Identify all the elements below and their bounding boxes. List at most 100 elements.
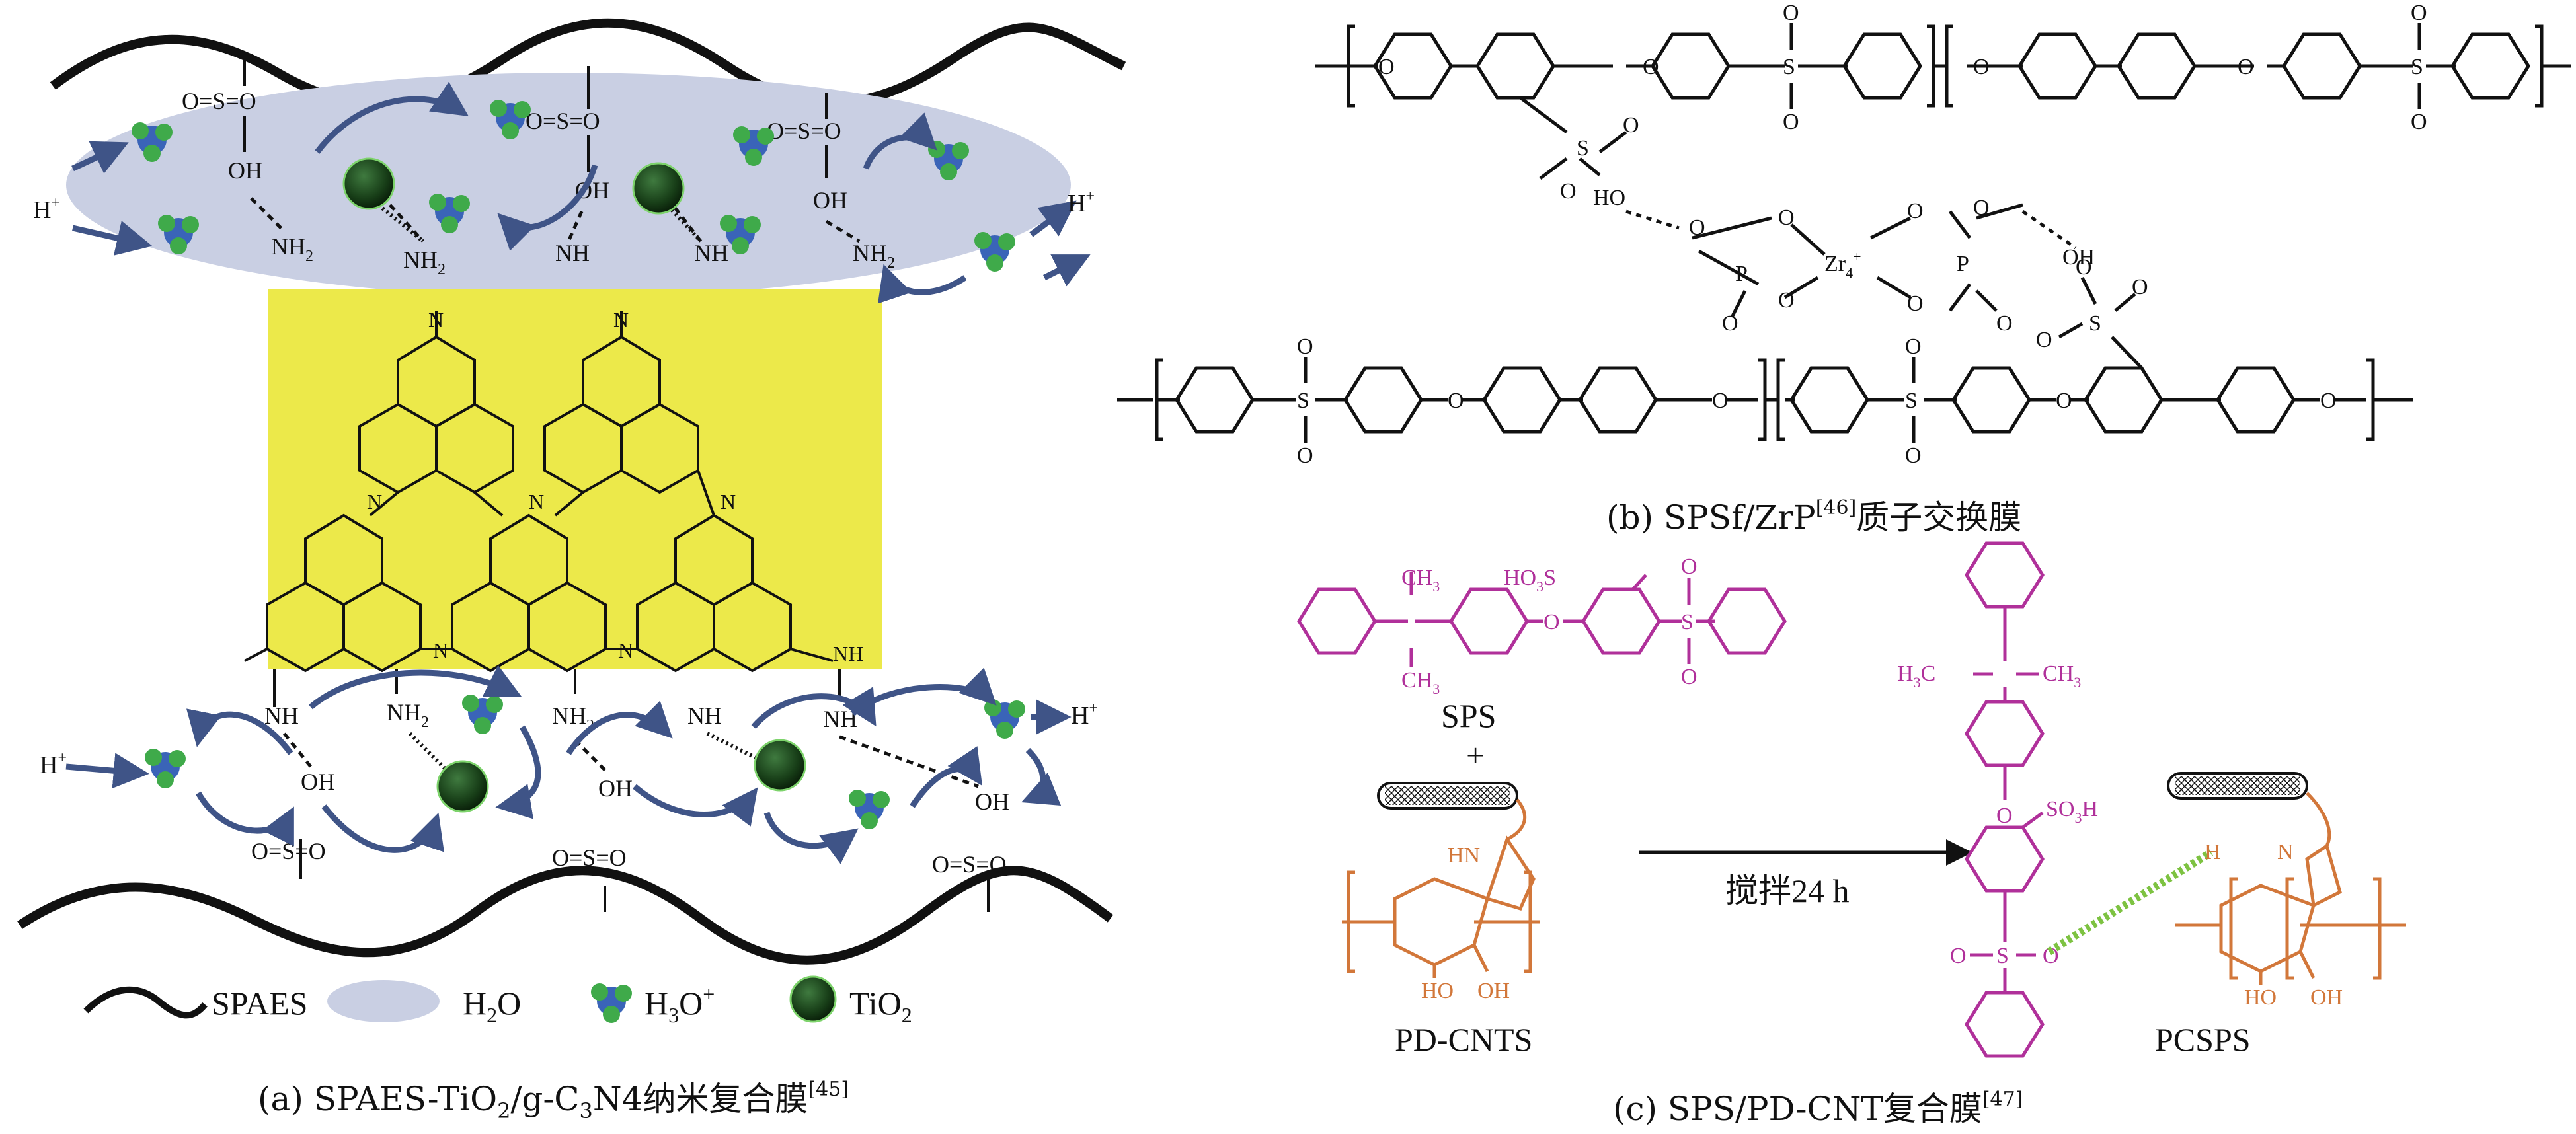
pcsps-pd-labels: H N HO OH [2205,840,2343,1010]
svg-text:OH: OH [1477,979,1510,1003]
svg-text:O: O [2132,275,2148,299]
b-ring-9 [1175,366,1255,434]
svg-text:HO: HO [1421,979,1454,1003]
panel-a: N N N N N N N NH O=S=O OH O=S=O OH O=S=O… [17,18,1126,1123]
svg-text:O=S=O: O=S=O [552,845,627,871]
reaction-condition: 搅拌24 h [1725,872,1850,909]
svg-text:O: O [1973,196,1990,220]
b-ring-3 [1651,32,1731,100]
svg-text:P: P [1735,262,1748,286]
svg-text:N: N [2277,840,2294,864]
svg-text:O: O [1297,334,1313,359]
spaes-chain-top [50,18,1126,108]
svg-text:HO: HO [2244,985,2277,1010]
svg-text:NH: NH [833,642,863,665]
pcsps-pd-unit [2175,792,2406,985]
svg-text:H3O+: H3O+ [644,982,715,1027]
svg-text:O: O [2411,1,2427,25]
b-ring-15 [2084,366,2164,434]
svg-text:HN: HN [1448,843,1480,868]
svg-text:CH3: CH3 [2043,662,2081,691]
svg-text:O: O [2411,110,2427,134]
svg-text:NH: NH [694,240,728,266]
svg-text:O=S=O: O=S=O [767,118,841,144]
sps-label: SPS [1441,697,1496,734]
water-region [66,73,1071,297]
pcsps-structure [1965,541,2045,1058]
pcsps-labels: H3C CH3 O SO3H S O O [1897,662,2098,968]
svg-text:O: O [1996,311,2013,336]
top-sulfonic-labels: O=S=O OH O=S=O OH O=S=O OH [182,88,847,213]
svg-text:O: O [1905,334,1922,359]
svg-text:N: N [529,490,544,513]
svg-text:N: N [613,308,629,332]
b-ring-12 [1578,366,1658,434]
svg-text:O: O [1907,291,1924,316]
top-amine-labels: NH2 NH2 NH NH NH2 [271,233,895,278]
svg-text:O: O [1996,804,2013,828]
svg-text:N: N [721,490,736,513]
b-ring-7 [2282,32,2362,100]
svg-text:OH: OH [2310,985,2343,1010]
svg-text:O=S=O: O=S=O [526,108,600,134]
svg-text:OH: OH [598,775,633,802]
svg-text:TiO2: TiO2 [849,985,912,1027]
legend-h2o-ellipse [327,980,440,1022]
top-sulfonic-groups [243,53,828,178]
svg-text:O: O [1378,55,1395,79]
svg-text:NH: NH [555,240,590,266]
panel-b [1117,23,2571,443]
bottom-labels: NH NH2 NH2 NH NH OH O=S=O OH O=S=O OH O=… [251,699,1009,878]
svg-text:H3C: H3C [1897,662,1935,691]
svg-text:CH3: CH3 [1401,668,1440,697]
pcsps-label: PCSPS [2155,1021,2251,1058]
svg-text:S: S [2089,311,2101,336]
svg-text:N: N [428,308,444,332]
svg-text:O: O [1778,206,1795,230]
svg-text:S: S [1297,389,1309,413]
cnt-tube-right [2167,772,2308,800]
panel-b-caption: (b) SPSf/ZrP[46]质子交换膜 [1606,496,2021,537]
triazine-n-atoms: N N N N N N N NH [367,308,863,665]
svg-text:O: O [1950,944,1967,968]
svg-text:CH3: CH3 [1401,566,1440,595]
b-ring-13 [1789,366,1869,434]
panel-b-atoms: O O S O O O O S O O S O O HO O O P O O Z… [1297,1,2427,468]
svg-text:O: O [1543,610,1560,634]
svg-text:S: S [1577,136,1589,161]
svg-text:O: O [2076,255,2092,280]
svg-text:N: N [618,638,633,662]
sps-structure [1297,572,1787,667]
panel-c: CH3 CH3 O HO3S S O O SPS + [1297,541,2406,1128]
svg-text:H+: H+ [33,194,60,224]
sps-labels: CH3 CH3 O HO3S S O O [1401,554,1698,697]
svg-text:O: O [1907,199,1924,223]
svg-text:O: O [1778,288,1795,313]
svg-text:H+: H+ [1071,700,1098,730]
svg-text:O=S=O: O=S=O [251,838,326,864]
b-ring-5 [2017,32,2097,100]
svg-text:S: S [1681,610,1694,634]
pd-cnts-structure [1342,798,1540,978]
spaes-chain-bottom [17,866,1114,965]
svg-text:O: O [1783,110,1799,134]
panel-a-caption: (a) SPAES-TiO2/g-C3N4纳米复合膜[45] [258,1078,849,1123]
svg-text:O: O [1712,389,1729,413]
svg-text:H: H [2205,840,2221,864]
svg-text:H+: H+ [40,749,67,779]
svg-text:H2O: H2O [463,985,521,1027]
g-c3n4-sheet [268,289,882,669]
svg-text:HO3S: HO3S [1504,566,1556,595]
b-ring-6 [2117,32,2197,100]
svg-text:NH: NH [264,702,299,729]
b-ring-16 [2216,366,2296,434]
svg-text:OH: OH [2062,245,2095,270]
svg-text:O: O [1560,179,1577,204]
b-ring-2 [1475,32,1555,100]
svg-text:OH: OH [301,769,335,795]
svg-text:S: S [1783,55,1795,79]
svg-text:NH: NH [823,706,857,732]
legend-spaes-wave [83,986,208,1019]
svg-text:Zr4+: Zr4+ [1824,248,1861,281]
